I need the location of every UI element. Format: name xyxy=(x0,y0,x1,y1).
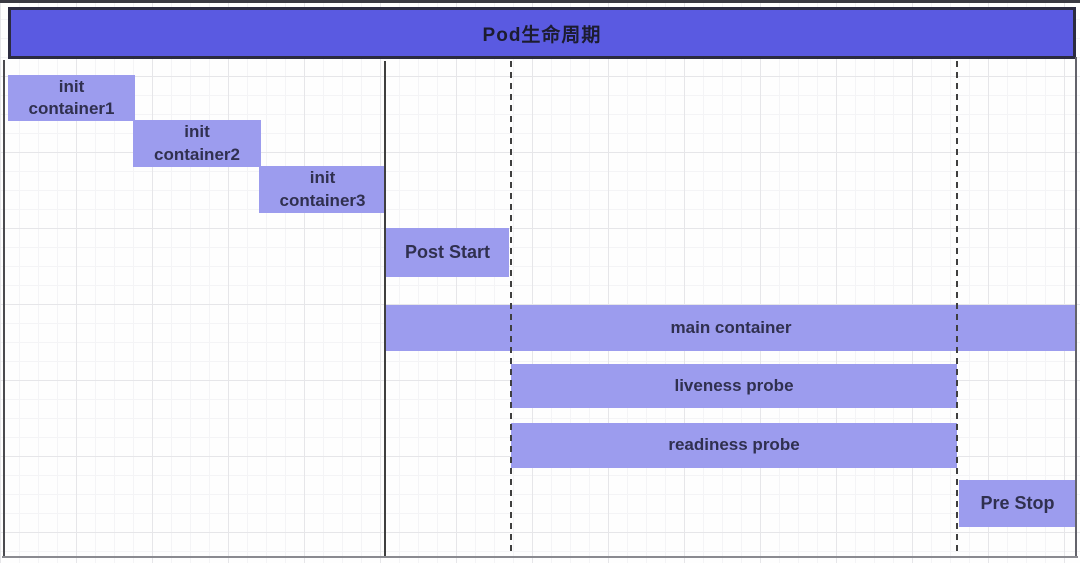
termination-start-divider xyxy=(956,61,958,557)
init-phase-end-line xyxy=(384,61,386,557)
bar-label: Pre Stop xyxy=(980,492,1055,513)
post-start-end-divider xyxy=(510,61,512,557)
bar-label: Post Start xyxy=(404,241,491,262)
bar-label: init container1 xyxy=(28,76,115,118)
bar-pre-stop: Pre Stop xyxy=(959,480,1076,527)
bar-init-container1: init container1 xyxy=(8,75,135,121)
bar-init-container2: init container2 xyxy=(133,120,261,167)
top-border-line xyxy=(0,0,1080,3)
bar-label: main container xyxy=(670,317,792,337)
bar-label: init container2 xyxy=(154,122,240,164)
title-bar: Pod生命周期 xyxy=(8,7,1076,59)
bar-readiness-probe: readiness probe xyxy=(511,423,957,468)
page-title: Pod生命周期 xyxy=(482,24,602,46)
bottom-border-line xyxy=(2,556,1078,558)
bar-init-container3: init container3 xyxy=(259,166,386,213)
bar-post-start: Post Start xyxy=(386,228,509,277)
bar-label: readiness probe xyxy=(668,435,800,455)
bar-label: init container3 xyxy=(279,168,366,210)
bar-main-container: main container xyxy=(386,305,1076,351)
right-boundary-line xyxy=(1075,57,1077,557)
left-boundary-line xyxy=(3,60,5,557)
bar-label: liveness probe xyxy=(674,375,794,395)
bar-liveness-probe: liveness probe xyxy=(511,364,957,408)
